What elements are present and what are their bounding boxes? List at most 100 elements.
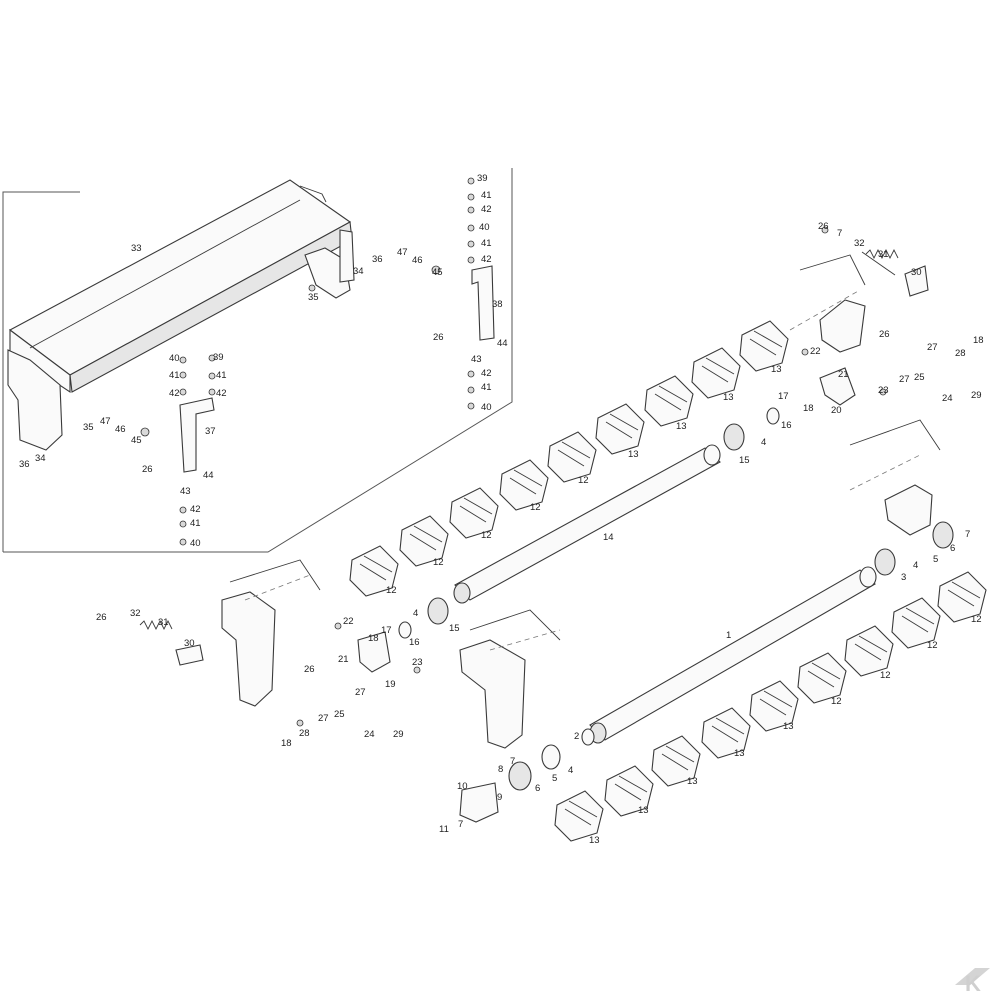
label-16: 16 xyxy=(409,637,420,648)
label-37: 37 xyxy=(205,426,216,437)
label-25: 25 xyxy=(914,372,925,383)
label-45: 45 xyxy=(432,267,443,278)
label-7: 7 xyxy=(837,228,842,239)
label-29: 29 xyxy=(393,729,404,740)
label-13: 13 xyxy=(771,364,782,375)
label-7: 7 xyxy=(965,529,970,540)
label-27: 27 xyxy=(318,713,329,724)
label-32: 32 xyxy=(854,238,865,249)
label-38: 38 xyxy=(492,299,503,310)
label-31: 31 xyxy=(158,617,169,628)
upper-right-housing xyxy=(789,254,866,353)
label-42: 42 xyxy=(481,204,492,215)
bearings xyxy=(357,367,954,823)
label-35: 35 xyxy=(308,292,319,303)
label-13: 13 xyxy=(723,392,734,403)
label-39: 39 xyxy=(477,173,488,184)
label-12: 12 xyxy=(578,475,589,486)
label-42: 42 xyxy=(190,504,201,515)
label-4: 4 xyxy=(568,765,573,776)
label-12: 12 xyxy=(971,614,982,625)
label-18: 18 xyxy=(368,633,379,644)
label-13: 13 xyxy=(589,835,600,846)
label-13: 13 xyxy=(628,449,639,460)
label-32: 32 xyxy=(130,608,141,619)
label-40: 40 xyxy=(481,402,492,413)
label-23: 23 xyxy=(412,657,423,668)
part-labels: 1 2 3 4 4 4 4 5 5 6 6 7 7 7 7 8 9 10 11 … xyxy=(19,173,984,846)
bearing-15-upper xyxy=(723,423,745,451)
label-4: 4 xyxy=(913,560,918,571)
label-46: 46 xyxy=(115,424,126,435)
brand-logo: K xyxy=(955,968,990,996)
label-45: 45 xyxy=(131,435,142,446)
label-22: 22 xyxy=(810,346,821,357)
label-41: 41 xyxy=(216,370,227,381)
label-16: 16 xyxy=(781,420,792,431)
label-4: 4 xyxy=(413,608,418,619)
label-7: 7 xyxy=(458,819,463,830)
label-30: 30 xyxy=(911,267,922,278)
label-40: 40 xyxy=(190,538,201,549)
label-3: 3 xyxy=(901,572,906,583)
label-42: 42 xyxy=(481,254,492,265)
label-20: 20 xyxy=(831,405,842,416)
label-13: 13 xyxy=(783,721,794,732)
label-41: 41 xyxy=(481,190,492,201)
label-13: 13 xyxy=(687,776,698,787)
label-6: 6 xyxy=(950,543,955,554)
label-29: 29 xyxy=(971,390,982,401)
label-42: 42 xyxy=(481,368,492,379)
label-34: 34 xyxy=(353,266,364,277)
label-40: 40 xyxy=(169,353,180,364)
label-26: 26 xyxy=(142,464,153,475)
right-mid-housing xyxy=(849,419,941,536)
label-41: 41 xyxy=(169,370,180,381)
label-10: 10 xyxy=(457,781,468,792)
left-housing xyxy=(221,559,321,707)
label-5: 5 xyxy=(552,773,557,784)
label-36: 36 xyxy=(19,459,30,470)
logo-letter: K xyxy=(965,971,981,996)
label-7: 7 xyxy=(510,756,515,767)
label-15: 15 xyxy=(449,623,460,634)
label-39: 39 xyxy=(213,352,224,363)
label-46: 46 xyxy=(412,255,423,266)
label-12: 12 xyxy=(530,502,541,513)
label-6: 6 xyxy=(535,783,540,794)
label-42: 42 xyxy=(216,388,227,399)
label-33: 33 xyxy=(131,243,142,254)
label-9: 9 xyxy=(497,792,502,803)
label-30: 30 xyxy=(184,638,195,649)
label-27: 27 xyxy=(927,342,938,353)
label-22: 22 xyxy=(343,616,354,627)
spring-31-lower xyxy=(139,619,204,666)
label-12: 12 xyxy=(481,530,492,541)
label-26: 26 xyxy=(304,664,315,675)
label-26: 26 xyxy=(818,221,829,232)
label-41: 41 xyxy=(481,238,492,249)
label-12: 12 xyxy=(831,696,842,707)
upper-tine-row xyxy=(349,320,789,597)
cover-hood xyxy=(7,179,355,451)
label-44: 44 xyxy=(497,338,508,349)
label-12: 12 xyxy=(386,585,397,596)
label-44: 44 xyxy=(203,470,214,481)
label-28: 28 xyxy=(955,348,966,359)
label-12: 12 xyxy=(880,670,891,681)
label-24: 24 xyxy=(942,393,953,404)
label-2: 2 xyxy=(574,731,579,742)
label-1: 1 xyxy=(726,630,731,641)
bracket-38 xyxy=(471,265,495,341)
label-24: 24 xyxy=(364,729,375,740)
label-23: 23 xyxy=(878,385,889,396)
label-15: 15 xyxy=(739,455,750,466)
label-26: 26 xyxy=(96,612,107,623)
label-26: 26 xyxy=(433,332,444,343)
label-18: 18 xyxy=(973,335,984,346)
label-21: 21 xyxy=(838,369,849,380)
lower-tine-row xyxy=(554,571,987,842)
label-13: 13 xyxy=(676,421,687,432)
label-12: 12 xyxy=(927,640,938,651)
label-42: 42 xyxy=(169,388,180,399)
